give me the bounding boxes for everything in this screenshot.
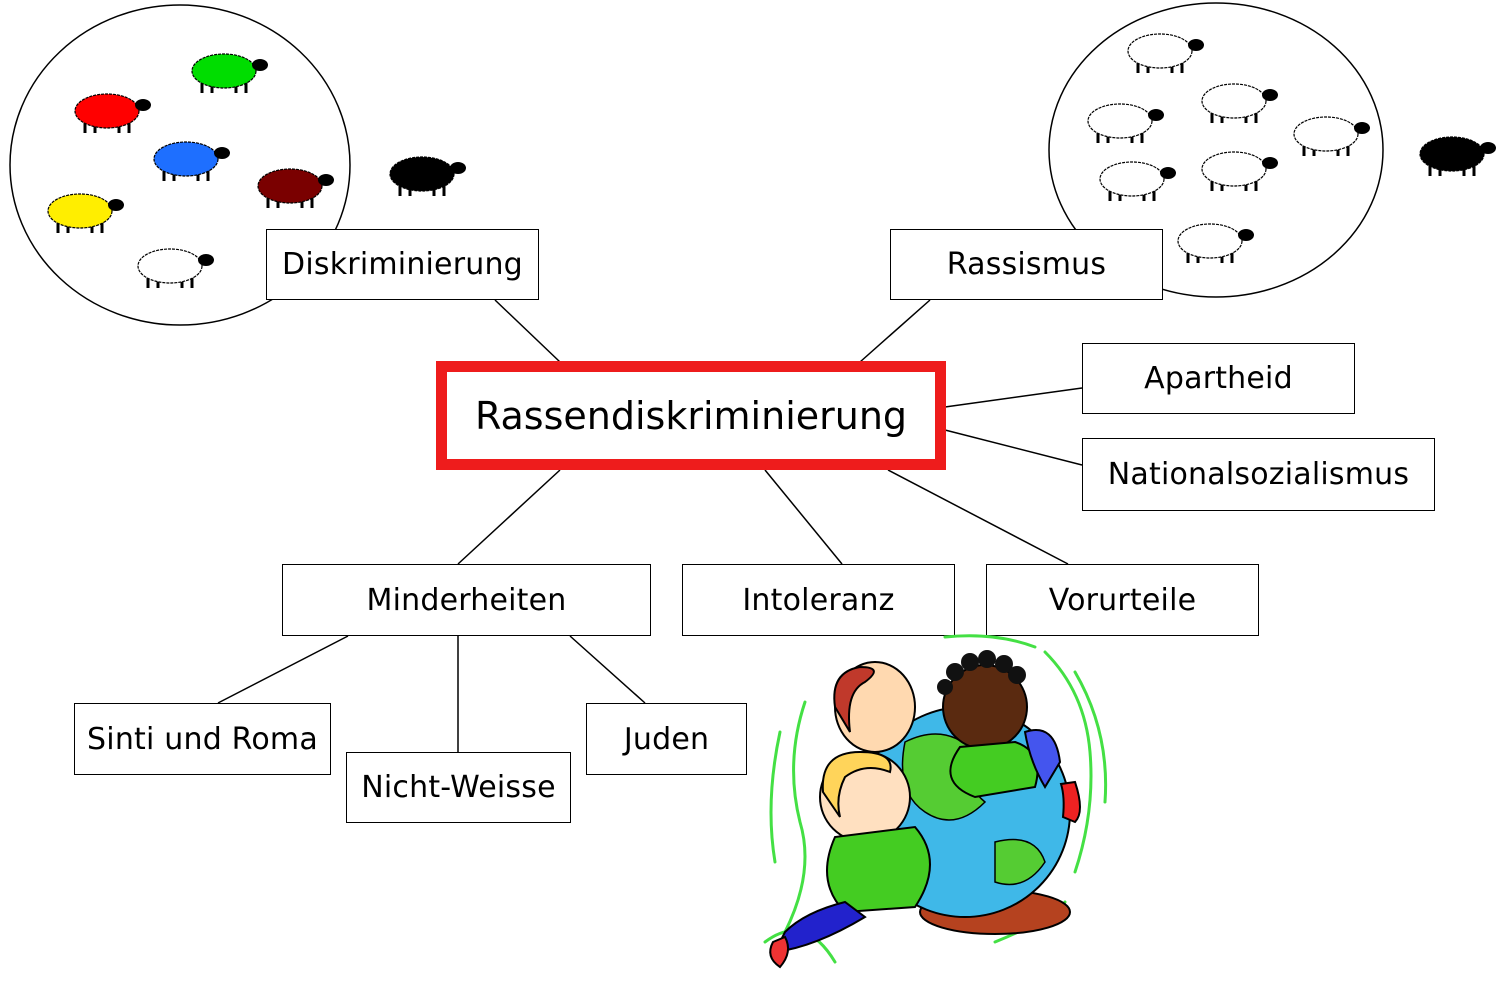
node-intoleranz: Intoleranz [682, 564, 955, 636]
node-label: Minderheiten [366, 582, 567, 618]
node-nationalsozialismus: Nationalsozialismus [1082, 438, 1435, 511]
colored-sheep [257, 168, 334, 208]
node-label: Vorurteile [1048, 582, 1197, 618]
node-label: Nicht-Weisse [361, 770, 556, 805]
node-juden: Juden [586, 703, 747, 775]
center-node-label: Rassendiskriminierung [474, 393, 908, 438]
node-label: Rassismus [946, 247, 1107, 282]
node-apartheid: Apartheid [1082, 343, 1355, 414]
white-sheep [1293, 116, 1370, 156]
connector-sinti-und-roma [217, 635, 349, 704]
colored-sheep [74, 93, 151, 133]
colored-sheep [191, 53, 268, 93]
node-rassismus: Rassismus [890, 229, 1163, 300]
white-flock-circle [1048, 2, 1384, 298]
node-label: Intoleranz [742, 582, 895, 618]
node-label: Apartheid [1144, 361, 1293, 396]
node-sinti-und-roma: Sinti und Roma [74, 703, 331, 775]
connector-minderheiten [457, 469, 561, 565]
connector-juden [569, 635, 646, 704]
connector-intoleranz [764, 469, 843, 565]
node-label: Sinti und Roma [87, 721, 318, 757]
white-sheep [1099, 161, 1176, 201]
colored-sheep-illustration [9, 4, 466, 326]
colored-sheep [153, 141, 230, 181]
white-sheep [1177, 223, 1254, 263]
node-label: Juden [623, 721, 710, 757]
connector-apartheid [944, 387, 1083, 408]
children-hugging-globe-icon [763, 634, 1108, 969]
node-minderheiten: Minderheiten [282, 564, 651, 636]
node-diskriminierung: Diskriminierung [266, 229, 539, 300]
connector-vorurteile [887, 469, 1069, 565]
black-sheep [1419, 136, 1496, 176]
white-sheep [1201, 151, 1278, 191]
connector-diskriminierung [494, 299, 561, 363]
white-sheep [1127, 33, 1204, 73]
white-sheep [1087, 103, 1164, 143]
connector-rassismus [859, 299, 931, 363]
connector-nationalsozialismus [944, 429, 1083, 466]
white-sheep [1201, 83, 1278, 123]
black-sheep [389, 156, 466, 196]
node-label: Nationalsozialismus [1107, 457, 1410, 492]
node-label: Diskriminierung [282, 247, 523, 282]
colored-sheep [137, 248, 214, 288]
colored-sheep [47, 193, 124, 233]
white-sheep-illustration [1048, 2, 1496, 298]
node-nicht-weisse: Nicht-Weisse [346, 752, 571, 823]
center-node: Rassendiskriminierung [436, 361, 946, 470]
node-vorurteile: Vorurteile [986, 564, 1259, 636]
